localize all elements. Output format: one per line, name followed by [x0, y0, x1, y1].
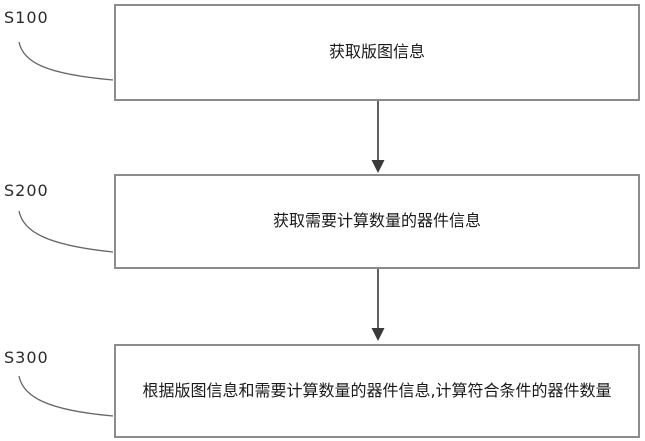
flow-box-s100-text: 获取版图信息: [328, 42, 425, 62]
flow-box-s200-text: 获取需要计算数量的器件信息: [272, 211, 481, 231]
s300-leader-curve: [18, 375, 114, 417]
flow-box-s200: 获取需要计算数量的器件信息: [114, 174, 640, 269]
arrowhead-icon: [371, 160, 385, 173]
arrowhead-icon: [371, 328, 385, 341]
flow-box-s300: 根据版图信息和需要计算数量的器件信息,计算符合条件的器件数量: [114, 344, 640, 438]
s100-leader-curve: [18, 41, 114, 81]
step-label-s100: S100: [4, 8, 49, 27]
step-label-s300: S300: [4, 348, 49, 367]
s200-leader-curve: [18, 210, 114, 253]
flow-box-s300-text: 根据版图信息和需要计算数量的器件信息,计算符合条件的器件数量: [142, 380, 612, 400]
step-label-s200: S200: [4, 181, 49, 200]
flow-box-s100: 获取版图信息: [114, 4, 640, 101]
